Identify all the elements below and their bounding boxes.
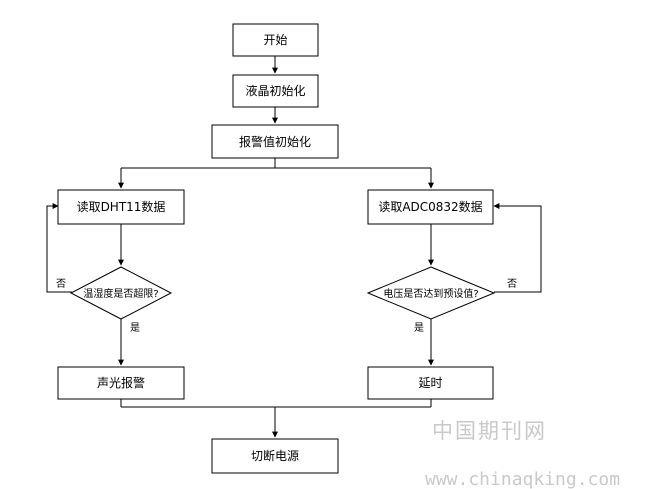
edge-label-right-no: 否 bbox=[507, 278, 517, 290]
node-cut-power-label: 切断电源 bbox=[251, 448, 299, 463]
node-read-dht11-label: 读取DHT11数据 bbox=[77, 199, 166, 214]
node-decision-temp-shape bbox=[69, 266, 173, 320]
node-decision-voltage-label: 电压是否达到预设值? bbox=[383, 287, 478, 300]
edge-right-no-loop bbox=[493, 203, 542, 293]
boxes bbox=[57, 23, 496, 474]
node-decision-temp-label: 温湿度是否超限? bbox=[83, 287, 158, 300]
node-read-adc0832-label: 读取ADC0832数据 bbox=[378, 199, 482, 214]
edge-label-left-yes: 是 bbox=[130, 322, 140, 334]
watermark-url: www.chinaqking.com bbox=[425, 469, 620, 489]
node-delay-box bbox=[367, 366, 494, 400]
connectors bbox=[46, 56, 542, 438]
edge-left-no-loop bbox=[46, 203, 72, 293]
node-alarm-init-box bbox=[211, 124, 339, 159]
node-sound-light-alarm-box bbox=[57, 366, 185, 400]
node-read-dht11-box bbox=[57, 189, 185, 225]
node-delay-label: 延时 bbox=[418, 376, 442, 390]
node-lcd-init-box bbox=[232, 74, 319, 108]
node-read-adc0832-box bbox=[367, 189, 494, 225]
node-start-label: 开始 bbox=[263, 33, 287, 47]
node-alarm-init-label: 报警值初始化 bbox=[239, 134, 311, 149]
node-decision-voltage-shape bbox=[366, 266, 496, 320]
node-lcd-init-label: 液晶初始化 bbox=[245, 83, 305, 98]
node-cut-power-box bbox=[211, 438, 339, 474]
node-sound-light-alarm-label: 声光报警 bbox=[97, 375, 145, 390]
watermark-title: 中国期刊网 bbox=[432, 419, 547, 443]
edge-label-left-no: 否 bbox=[56, 278, 66, 290]
node-start-box bbox=[232, 23, 319, 57]
edge-label-right-yes: 是 bbox=[414, 322, 424, 334]
